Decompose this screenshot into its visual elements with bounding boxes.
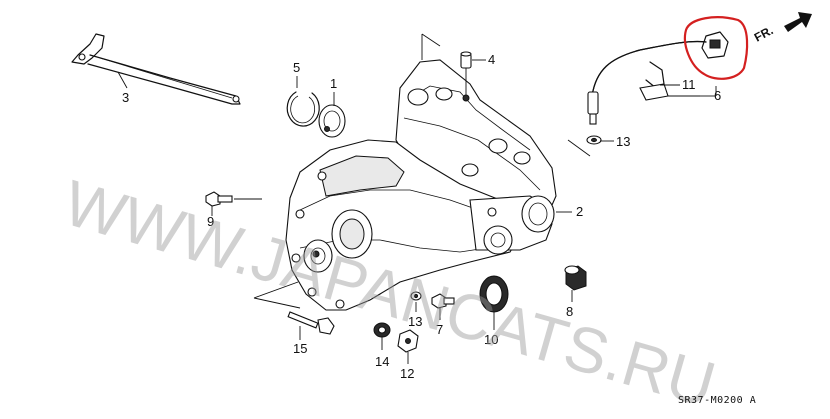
- callout-13-upper: 13: [616, 134, 630, 149]
- part-8-bushing: [564, 265, 587, 291]
- part-6-sensor-harness: [587, 31, 729, 125]
- part-12-drain-bolt: [397, 329, 419, 353]
- part-7-bolt: [431, 293, 455, 309]
- part-10-oil-seal: [479, 275, 509, 313]
- callout-5: 5: [293, 60, 300, 75]
- part-3-stay-rod: [71, 33, 241, 105]
- part-5-snap-ring: [286, 91, 320, 127]
- callout-4: 4: [488, 52, 495, 67]
- part-13-washer-lower: [410, 291, 422, 301]
- callout-7: 7: [436, 322, 443, 337]
- callout-11: 11: [682, 77, 696, 92]
- callout-2: 2: [576, 204, 583, 219]
- callout-labels: 1 2 3 4 5 6 7 8 9 10 11 12 13 13 14 15: [122, 52, 721, 381]
- callout-13-lower: 13: [408, 314, 422, 329]
- front-direction-indicator: FR.: [752, 12, 812, 45]
- transmission-housing: [285, 59, 557, 311]
- callout-14: 14: [375, 354, 389, 369]
- callout-3: 3: [122, 90, 129, 105]
- diagram-code: SR37-M0200 A: [678, 395, 756, 406]
- callout-8: 8: [566, 304, 573, 319]
- connector-highlight: [683, 16, 749, 80]
- part-1-seal: [318, 104, 346, 138]
- callout-6: 6: [714, 88, 721, 103]
- leader-lines: [117, 33, 717, 364]
- front-direction-label: FR.: [752, 23, 776, 44]
- front-arrow-icon: [784, 12, 812, 32]
- part-4-plug: [460, 51, 472, 69]
- part-13-washer-upper: [586, 135, 602, 145]
- part-9-bolt: [205, 191, 233, 207]
- callout-12: 12: [400, 366, 414, 381]
- callout-1: 1: [330, 76, 337, 91]
- callout-15: 15: [293, 341, 307, 356]
- part-15-long-bolt: [287, 311, 335, 335]
- part-11-clip: [639, 61, 669, 101]
- callout-9: 9: [207, 214, 214, 229]
- callout-10: 10: [484, 332, 498, 347]
